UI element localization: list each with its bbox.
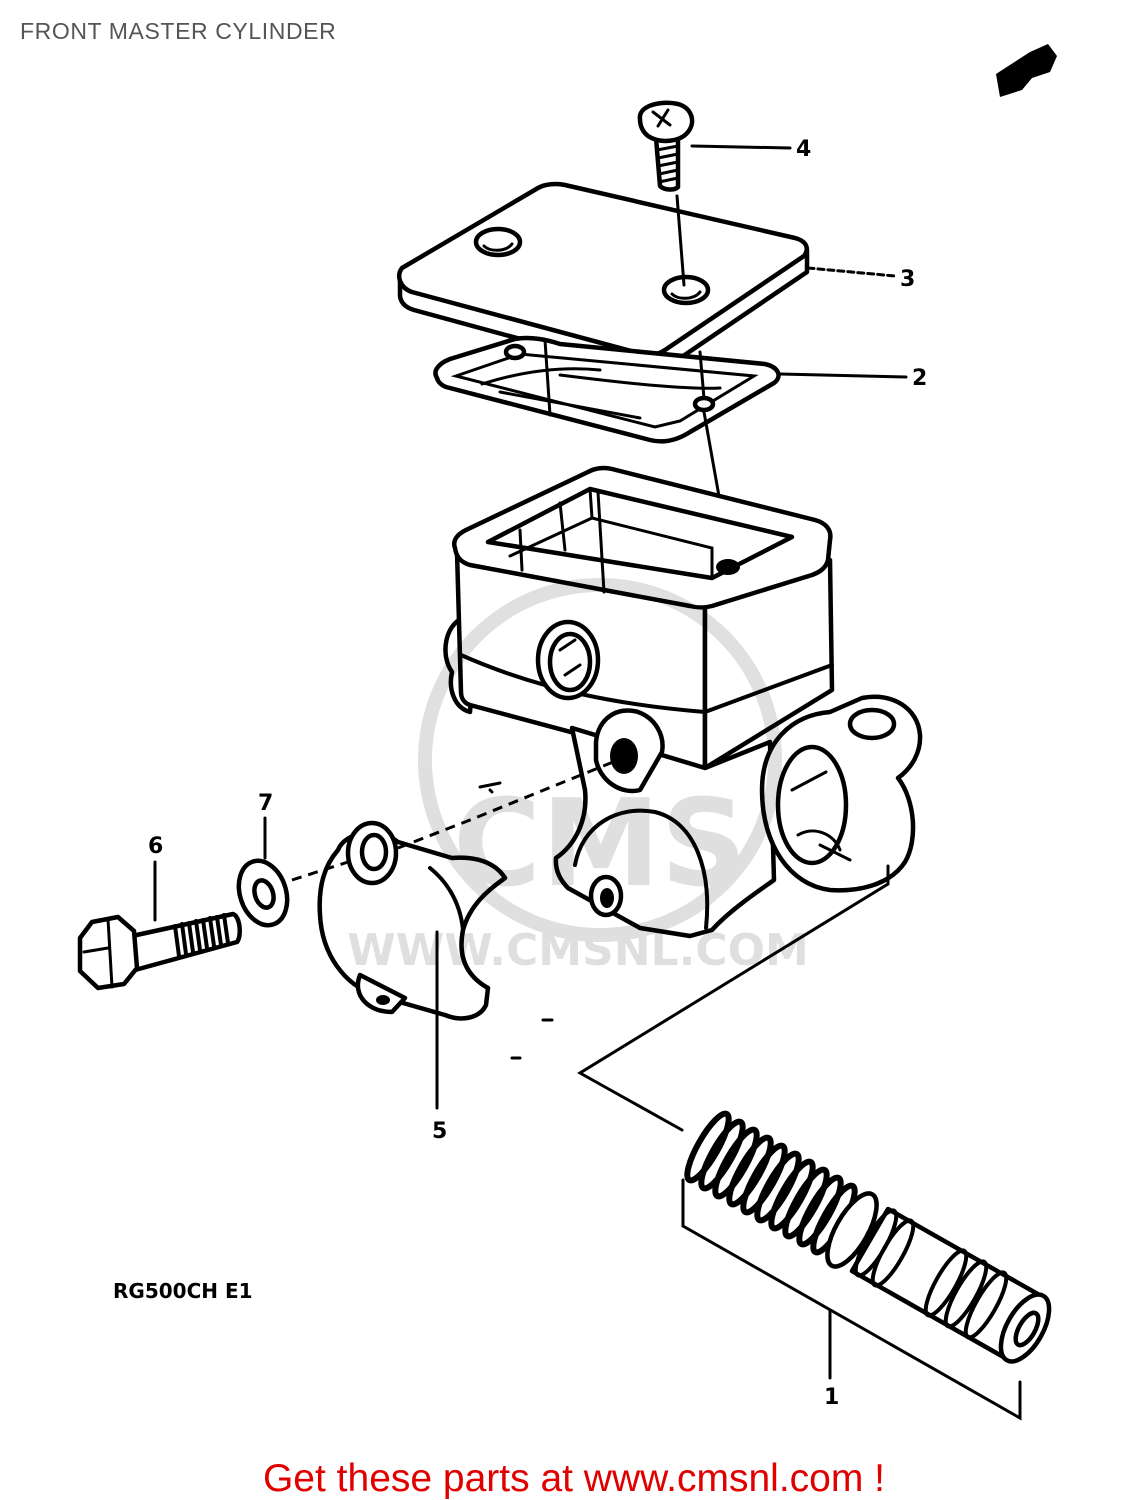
- bore-hole: [610, 738, 638, 774]
- bolt-head-facets: [82, 917, 114, 989]
- piston-ring: [870, 1218, 916, 1288]
- screw-head-recess: [651, 108, 672, 128]
- spring-coil: [740, 1142, 788, 1216]
- piston-assembly-part-1: [684, 1110, 1052, 1364]
- reservoir-opening: [485, 486, 795, 581]
- reservoir-cap-part-3: [397, 181, 810, 377]
- cmsnl-watermark: CMS WWW.CMSNL.COM: [347, 578, 809, 976]
- bracket-ring-inner: [775, 744, 849, 866]
- callout-4: 4: [796, 137, 811, 162]
- diaphragm-hole-right: [692, 395, 716, 413]
- spring-coil: [754, 1150, 802, 1224]
- piston-insertion-guide: [577, 864, 890, 1132]
- callout-7: 7: [258, 791, 273, 816]
- clamp-inner-face: [428, 866, 465, 932]
- leader-line-4: [690, 144, 792, 150]
- callout-6: 6: [148, 834, 163, 859]
- piston-ring: [963, 1270, 1009, 1340]
- spring-coil: [698, 1118, 746, 1192]
- cap-hole-countersinks: [482, 242, 702, 300]
- bolt-threads: [173, 913, 230, 958]
- diaphragm-bellows-ridges: [480, 338, 722, 420]
- callout-2: 2: [912, 366, 927, 391]
- watermark-ring: [418, 578, 782, 942]
- clamp-lower-boss: [355, 972, 408, 1015]
- leader-line-3: [806, 266, 897, 278]
- sight-glass-mark: [558, 638, 582, 677]
- callout-3: 3: [900, 267, 915, 292]
- leader-line-2: [778, 372, 908, 379]
- diaphragm-part-2: [433, 335, 781, 444]
- page-title: FRONT MASTER CYLINDER: [20, 18, 336, 44]
- spring-coil: [796, 1174, 844, 1248]
- mount-bolt-hole-inner: [600, 888, 614, 908]
- piston-ring: [923, 1248, 969, 1318]
- piston-ring: [943, 1259, 989, 1329]
- body-step-line: [459, 653, 834, 714]
- reservoir-screw-hole: [716, 559, 740, 575]
- assembly-bracket-1: [681, 1178, 1022, 1421]
- sight-glass-inner: [547, 631, 593, 693]
- lever-pivot-bracket: [759, 694, 923, 893]
- reservoir-inner-walls: [508, 487, 714, 594]
- watermark-url: WWW.CMSNL.COM: [347, 925, 809, 976]
- model-code: RG500CH E1: [113, 1279, 253, 1303]
- spring-coil: [768, 1158, 816, 1232]
- spring-coil: [712, 1126, 760, 1200]
- diaphragm-hole-left: [503, 343, 527, 361]
- spring-coil: [782, 1166, 830, 1240]
- clamp-bolt-hole: [359, 832, 389, 872]
- bolt-part-6: [77, 911, 243, 991]
- callout-1: 1: [824, 1385, 839, 1410]
- washer-hole: [252, 878, 276, 910]
- piston-end-recess: [1013, 1310, 1041, 1348]
- washer-part-7: [236, 858, 290, 928]
- callout-5: 5: [432, 1119, 447, 1144]
- footer-text: Get these parts at www.cmsnl.com !: [263, 1457, 885, 1500]
- bracket-slots: [790, 770, 852, 862]
- master-cylinder-body: [443, 465, 835, 939]
- handlebar-saddle-cutout: [573, 808, 710, 930]
- diaphragm-outline: [433, 335, 781, 444]
- screw-thread-lines: [655, 144, 680, 184]
- screw-part-4: [637, 100, 695, 192]
- handlebar-clamp-part-5: [317, 820, 508, 1021]
- direction-arrow-icon: [996, 44, 1057, 97]
- spring-coil: [726, 1134, 774, 1208]
- clamp-lower-hole: [376, 995, 390, 1005]
- clamp-bolt-axis-line: [291, 758, 619, 882]
- watermark-logo: CMS: [453, 775, 747, 914]
- spring-coil: [684, 1110, 732, 1184]
- pivot-hole: [847, 707, 897, 741]
- stray-dash-marks: [478, 781, 554, 1060]
- cap-top-face: [397, 181, 809, 358]
